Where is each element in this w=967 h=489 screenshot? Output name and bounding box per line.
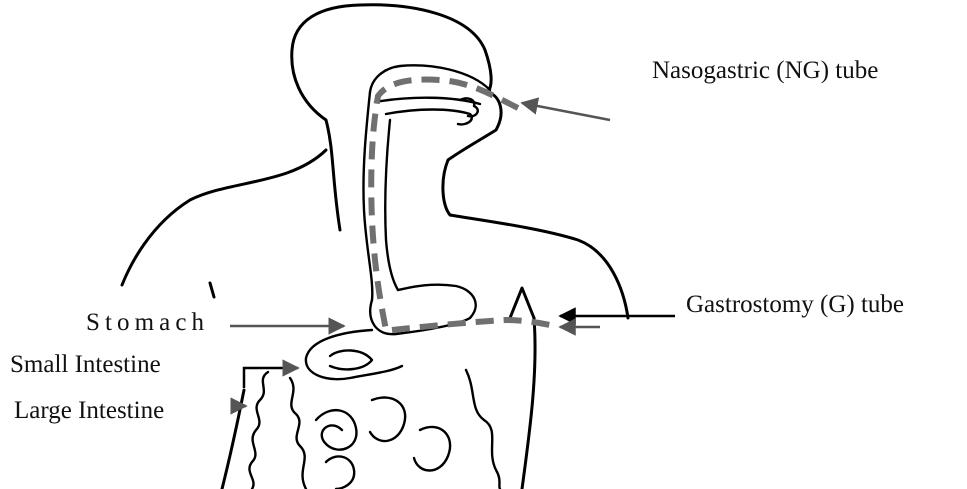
intestine-coils (316, 410, 356, 450)
intestine-coils-4 (326, 456, 354, 489)
small-intestine-label: Small Intestine (10, 351, 161, 378)
intestine-coils-2 (370, 397, 405, 441)
esophagus-right-wall (385, 120, 398, 290)
large-intestine-label: Large Intestine (14, 397, 164, 424)
large-intestine-left (249, 372, 268, 489)
esophagus-left-wall (363, 92, 372, 300)
tongue (386, 110, 472, 125)
small-intestine-inner (330, 350, 372, 369)
g-tube-line (392, 320, 556, 330)
intestine-coils-3 (414, 427, 450, 471)
large-intestine-right (466, 370, 500, 489)
body-left-outline (122, 150, 326, 285)
ng-tube-arrow (522, 103, 610, 120)
armpit-right (510, 288, 534, 318)
large-intestine-mid (290, 378, 306, 489)
armpit-left (210, 283, 214, 297)
g-tube-label: Gastrostomy (G) tube (686, 291, 904, 318)
stomach-label: Stomach (86, 309, 205, 336)
body-right-side (522, 318, 535, 489)
ng-tube-label: Nasogastric (NG) tube (652, 57, 878, 84)
small-intestine-outline (306, 330, 402, 379)
